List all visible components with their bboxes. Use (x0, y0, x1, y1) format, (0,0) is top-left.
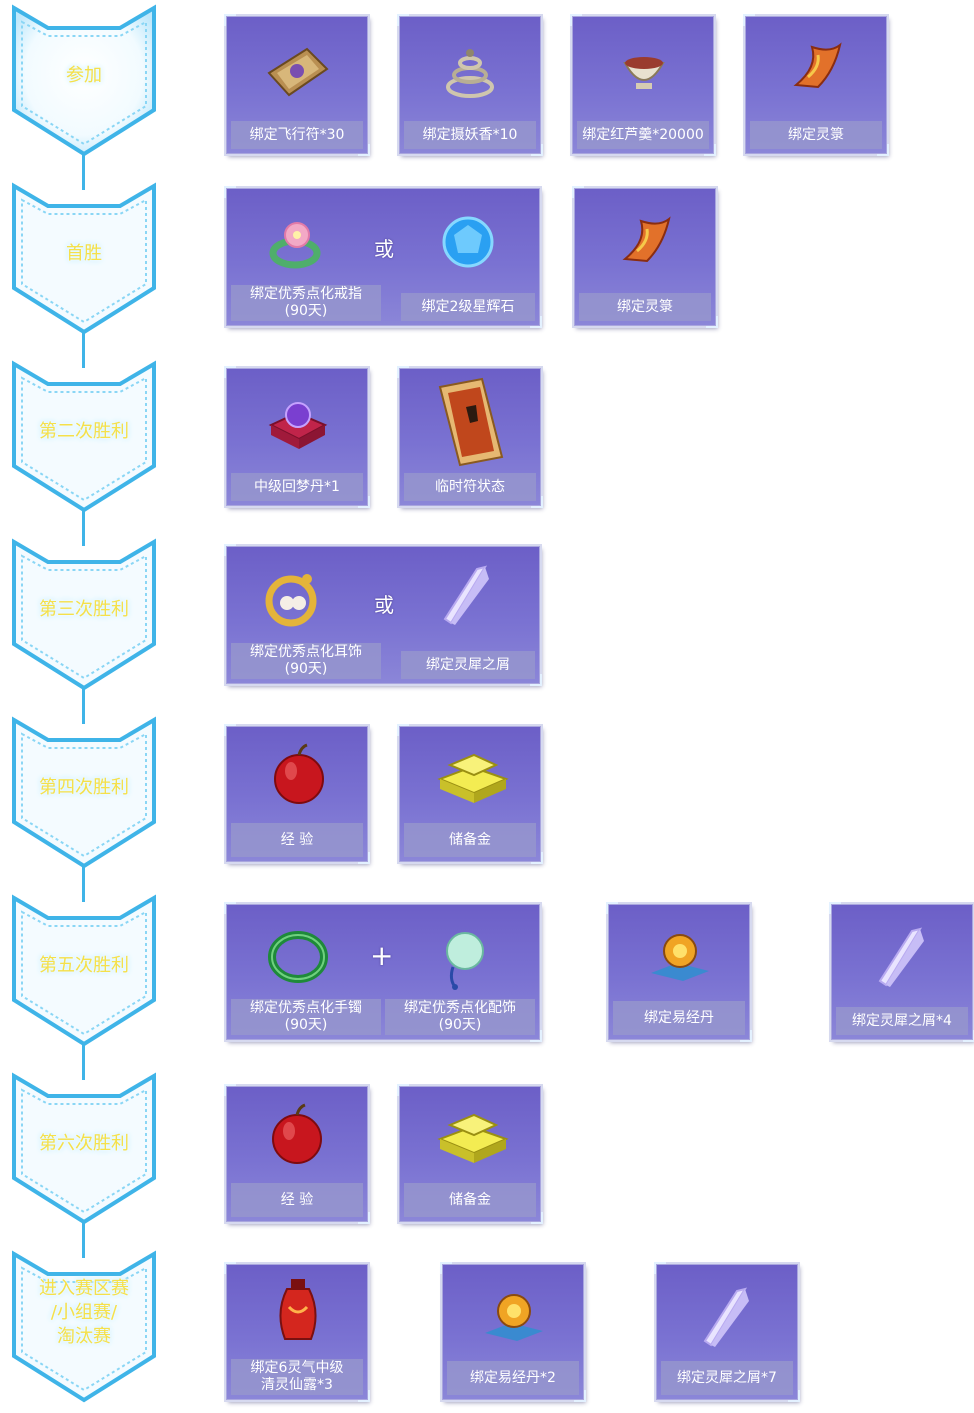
stage-badge-join: 参加 (8, 2, 160, 160)
reward-card[interactable]: 绑定灵犀之屑*4 (829, 902, 974, 1042)
choice-separator: 或 (374, 237, 394, 261)
reward-label: 绑定2级星辉石 (401, 293, 535, 321)
spirit-scroll-icon (793, 42, 842, 89)
sutra-pill-icon (485, 1294, 543, 1341)
soup-bowl-icon (623, 57, 665, 89)
reward-label: 绑定摄妖香*10 (404, 121, 536, 149)
reward-label: 绑定灵犀之屑 (401, 651, 535, 679)
timeline-connector (82, 1218, 85, 1258)
crystal-shard-icon (878, 927, 924, 987)
reward-card[interactable]: 绑定易经丹*2 (440, 1262, 586, 1402)
reward-label: 绑定飞行符*30 (231, 121, 363, 149)
reward-label: 绑定优秀点化戒指 (90天) (231, 285, 381, 321)
reward-label: 绑定红芦羹*20000 (577, 121, 709, 149)
reward-label: 绑定易经丹 (613, 1001, 745, 1035)
reward-card[interactable]: 绑定飞行符*30 (224, 14, 370, 156)
timeline-connector (82, 1040, 85, 1080)
stage-badge-fifth-win: 第五次胜利 (8, 892, 160, 1050)
crystal-shard-icon (703, 1287, 749, 1347)
stage-label: 首胜 (66, 243, 102, 264)
star-gem-icon (442, 216, 494, 268)
reward-label: 绑定6灵气中级 清灵仙露*3 (231, 1359, 363, 1395)
badge-shield-icon (12, 1250, 156, 1403)
earring-icon (265, 574, 317, 627)
incense-coil-icon (446, 49, 494, 98)
stage-badge-first-win: 首胜 (8, 180, 160, 338)
stage-label: 第五次胜利 (39, 955, 129, 976)
reward-label: 储备金 (404, 823, 536, 857)
dream-pill-box-icon (268, 402, 328, 449)
reward-label: 中级回梦丹*1 (231, 473, 363, 501)
stage-badge-tournament: 进入赛区赛 /小组赛/ 淘汰赛 (8, 1248, 160, 1406)
badge-shield-icon (12, 716, 156, 869)
apple-icon (272, 1103, 322, 1164)
spirit-scroll-icon (622, 216, 671, 263)
timeline-connector (82, 862, 85, 902)
talisman-status-icon (438, 377, 504, 467)
reward-card[interactable]: 储备金 (397, 724, 543, 864)
apple-icon (274, 743, 324, 804)
pendant-icon (446, 932, 484, 990)
crystal-shard-icon (443, 565, 489, 625)
stage-label: 第二次胜利 (39, 421, 129, 442)
elixir-vase-icon (279, 1279, 317, 1340)
reward-label: 绑定灵箓 (579, 293, 711, 321)
timeline-connector (82, 506, 85, 546)
reward-card[interactable]: 绑定红芦羹*20000 (570, 14, 716, 156)
reward-label: 绑定优秀点化耳饰 (90天) (231, 643, 381, 679)
reward-card[interactable]: 绑定6灵气中级 清灵仙露*3 (224, 1262, 370, 1402)
badge-shield-icon (12, 182, 156, 335)
reward-card[interactable]: 储备金 (397, 1084, 543, 1224)
reward-label: 临时符状态 (404, 473, 536, 501)
sutra-pill-icon (651, 934, 709, 981)
reward-card[interactable]: 绑定易经丹 (606, 902, 752, 1042)
reward-card[interactable]: 绑定摄妖香*10 (397, 14, 543, 156)
ring-icon (269, 222, 321, 269)
badge-shield-icon (12, 894, 156, 1047)
flying-talisman-icon (267, 47, 329, 97)
stage-badge-fourth-win: 第四次胜利 (8, 714, 160, 872)
stage-badge-third-win: 第三次胜利 (8, 536, 160, 694)
reward-label: 经 验 (231, 823, 363, 857)
reward-label: 储备金 (404, 1183, 536, 1217)
stage-label: 参加 (66, 65, 102, 86)
gold-bars-icon (437, 753, 509, 803)
reward-card[interactable]: 绑定灵箓 (743, 14, 889, 156)
combo-separator: + (370, 939, 394, 972)
reward-label: 绑定灵犀之屑*4 (836, 1007, 968, 1035)
reward-label: 绑定优秀点化配饰 (90天) (385, 999, 535, 1035)
reward-card[interactable]: 临时符状态 (397, 366, 543, 508)
reward-choice-card[interactable]: 或 绑定优秀点化耳饰 (90天) 绑定灵犀之屑 (224, 544, 542, 686)
gold-bars-icon (437, 1113, 509, 1163)
reward-label: 绑定灵犀之屑*7 (661, 1361, 793, 1395)
stage-label: 第六次胜利 (39, 1133, 129, 1154)
bracelet-icon (268, 931, 328, 983)
badge-shield-icon (12, 538, 156, 691)
reward-label: 经 验 (231, 1183, 363, 1217)
stage-label: 第四次胜利 (39, 777, 129, 798)
stage-badge-sixth-win: 第六次胜利 (8, 1070, 160, 1228)
stage-badge-second-win: 第二次胜利 (8, 358, 160, 516)
reward-card[interactable]: 中级回梦丹*1 (224, 366, 370, 508)
reward-card[interactable]: 经 验 (224, 724, 370, 864)
reward-choice-card[interactable]: 或 绑定优秀点化戒指 (90天) 绑定2级星辉石 (224, 186, 542, 328)
timeline-connector (82, 150, 85, 190)
stage-label: 第三次胜利 (39, 599, 129, 620)
timeline-connector (82, 684, 85, 724)
reward-card[interactable]: 绑定灵犀之屑*7 (654, 1262, 800, 1402)
reward-card[interactable]: 经 验 (224, 1084, 370, 1224)
reward-label: 绑定灵箓 (750, 121, 882, 149)
badge-shield-icon (12, 360, 156, 513)
choice-separator: 或 (374, 593, 394, 617)
badge-shield-icon (12, 4, 156, 157)
badge-shield-icon (12, 1072, 156, 1225)
stage-label: 进入赛区赛 /小组赛/ 淘汰赛 (39, 1278, 129, 1347)
reward-combo-card[interactable]: + 绑定优秀点化手镯 (90天) 绑定优秀点化配饰 (90天) (224, 902, 542, 1042)
reward-label: 绑定易经丹*2 (447, 1361, 579, 1395)
reward-label: 绑定优秀点化手镯 (90天) (231, 999, 381, 1035)
timeline-connector (82, 328, 85, 368)
reward-card[interactable]: 绑定灵箓 (572, 186, 718, 328)
